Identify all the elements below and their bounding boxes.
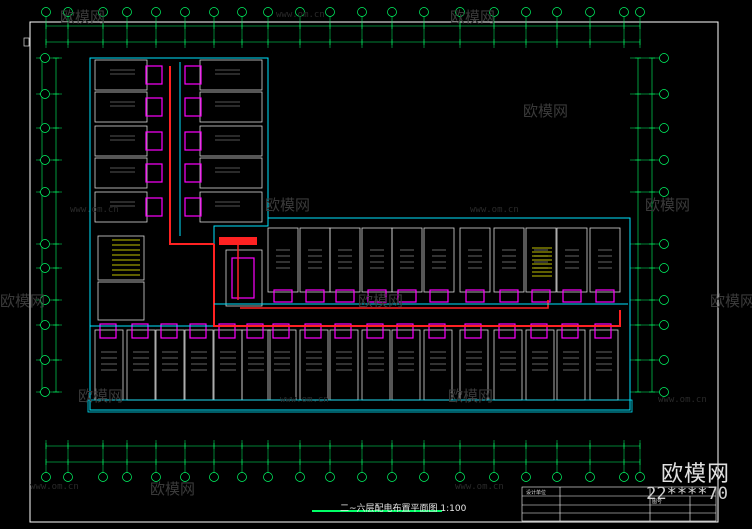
watermark-text: 欧模网 xyxy=(450,8,496,26)
watermark-url: www.om.cn xyxy=(658,395,707,405)
title-block-label: 设计单位 xyxy=(526,490,547,496)
power-routing xyxy=(169,62,628,327)
watermark-text: 欧模网 xyxy=(710,292,752,310)
watermark-id: 22****70 xyxy=(646,484,728,504)
axis-lines xyxy=(36,14,660,474)
title-block-label: 图号 xyxy=(652,499,663,505)
title-block xyxy=(521,486,717,522)
watermark-text: 欧模网 xyxy=(150,480,196,498)
watermark-url: www.om.cn xyxy=(470,205,519,215)
watermark-text: 欧模网 xyxy=(523,102,569,120)
watermark-url: www.om.cn xyxy=(70,205,119,215)
watermark-url: www.om.cn xyxy=(280,395,329,405)
watermark-brand-large: 欧模网 xyxy=(660,462,730,487)
watermark-url: www.om.cn xyxy=(455,482,504,492)
watermark-text: 欧模网 xyxy=(0,292,46,310)
watermark-text: 欧模网 xyxy=(358,292,404,310)
watermark-text: 欧模网 xyxy=(60,8,106,26)
watermark-url: www.om.cn xyxy=(30,482,79,492)
watermark-text: 欧模网 xyxy=(78,387,124,405)
watermark-text: 欧模网 xyxy=(448,387,494,405)
watermark-text: 欧模网 xyxy=(645,196,691,214)
building-plan xyxy=(87,57,633,413)
drawing-frame xyxy=(29,21,719,523)
axis-bubbles xyxy=(40,7,669,482)
drawing-caption: 二~六层配电布置平面图 1:100 xyxy=(340,504,467,514)
watermark-text: 欧模网 xyxy=(265,196,311,214)
watermark-url: www.om.cn xyxy=(276,10,325,20)
